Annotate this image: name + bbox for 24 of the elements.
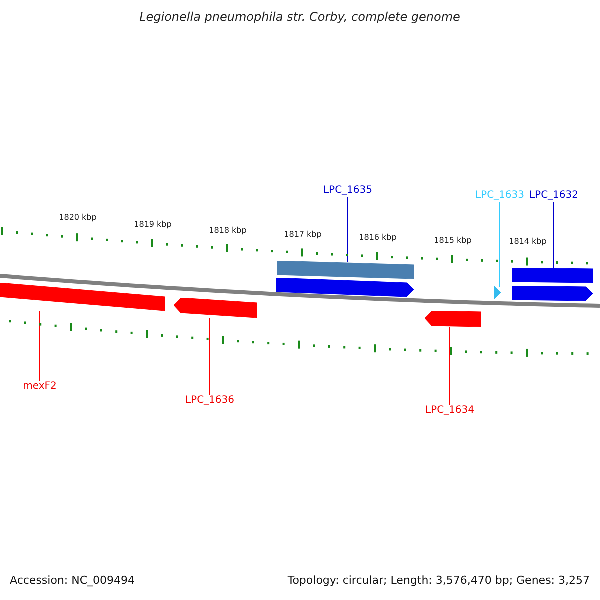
gene-label: LPC_1635	[323, 185, 373, 197]
title: Legionella pneumophila str. Corby, complete genome	[138, 10, 462, 24]
scale-label: 1820 kbp	[59, 213, 97, 223]
gene-label: LPC_1634	[425, 405, 475, 417]
gene-feature	[174, 298, 258, 319]
genome-info-text: Topology: circular; Length: 3,576,470 bp; Genes: 3,257	[288, 574, 590, 587]
scale-label: 1814 kbp	[509, 237, 547, 247]
gene-label: mexF2	[23, 381, 57, 393]
gene-feature	[425, 311, 482, 328]
gene-feature	[277, 261, 415, 280]
gene-label: LPC_1632	[529, 190, 579, 202]
gene-feature	[512, 286, 594, 302]
gene-feature	[494, 286, 502, 301]
accession-text: Accession: NC_009494	[10, 574, 136, 587]
scale-label: 1818 kbp	[209, 226, 247, 236]
scale-label: 1819 kbp	[134, 220, 172, 230]
gene-label: LPC_1636	[185, 395, 235, 407]
scale-label: 1817 kbp	[284, 230, 322, 240]
gene-feature	[276, 278, 415, 298]
gene-feature	[512, 268, 594, 284]
scale-label: 1816 kbp	[359, 233, 397, 243]
scale-label: 1815 kbp	[434, 236, 472, 246]
gene-label: LPC_1633	[475, 190, 525, 202]
gene-feature	[0, 283, 166, 312]
